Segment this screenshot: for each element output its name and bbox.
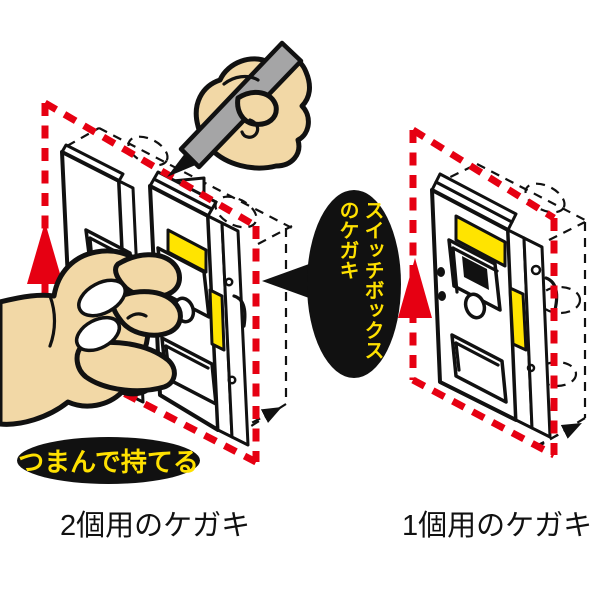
yellow-highlight-strip <box>208 288 226 352</box>
mount-hole <box>463 292 487 320</box>
screw-mark <box>227 375 237 385</box>
left-illustration <box>0 40 401 466</box>
marking-hand-with-pen <box>167 40 312 177</box>
switch-plate-single <box>430 172 559 439</box>
thumb <box>235 89 279 127</box>
up-arrow-icon <box>398 258 432 318</box>
cable-notch <box>232 294 247 328</box>
right-illustration <box>398 127 587 459</box>
screw-hole <box>438 291 446 301</box>
pinching-hand-icon <box>0 248 183 427</box>
yellow-highlight-band <box>454 214 507 268</box>
knockout-hole-dashed <box>127 135 169 167</box>
pen-tip <box>167 152 198 177</box>
pinch-note-badge: つまんで持てる <box>17 437 200 484</box>
callout-line1: スイッチボックス <box>361 200 383 360</box>
screw-mark <box>526 363 536 373</box>
thumb <box>74 339 177 394</box>
switch-plate-right-gang <box>148 170 250 447</box>
scribe-outline-right <box>398 127 558 459</box>
middle-finger <box>110 289 183 338</box>
caption-one-gang: 1個用のケガキ <box>402 510 593 542</box>
yellow-highlight-band <box>166 228 208 274</box>
callout-bubble <box>262 190 401 378</box>
wall-box-dashed-outline-left <box>66 127 293 431</box>
curled-finger <box>77 278 127 318</box>
callout-label: スイッチボックス のケガキ <box>320 200 384 385</box>
yellow-highlight-strip <box>508 286 528 352</box>
screw-hole <box>437 267 445 277</box>
callout-line2: のケガキ <box>336 200 358 280</box>
up-arrow-icon <box>27 222 63 284</box>
caption-two-gang: 2個用のケガキ <box>60 510 251 542</box>
screw-mark <box>224 277 234 287</box>
pinch-note-text: つまんで持てる <box>18 447 199 477</box>
curled-finger <box>74 315 122 353</box>
switch-toggle <box>462 256 489 290</box>
lower-opening <box>450 333 508 404</box>
screw-mark <box>530 264 542 276</box>
scribe-direction-arrow-icon <box>535 423 582 447</box>
knockout-hole-dashed <box>524 182 566 214</box>
